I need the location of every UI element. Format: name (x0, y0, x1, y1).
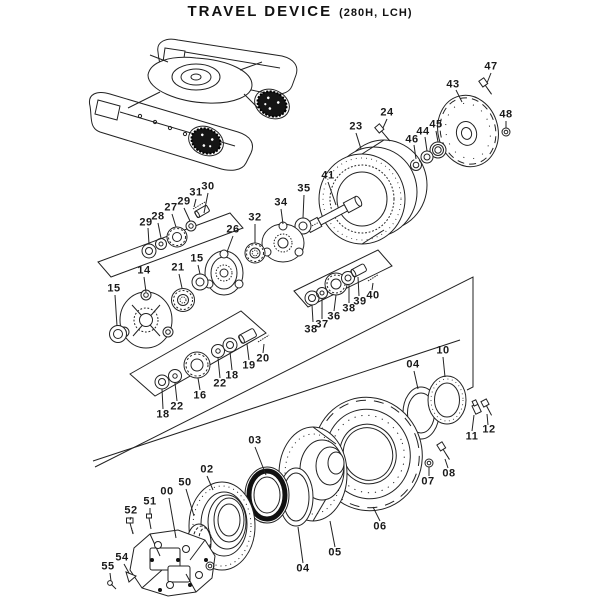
washer-07 (424, 458, 434, 468)
callout-07: 07 (421, 475, 435, 488)
undercarriage-illustration (88, 38, 298, 171)
callout-46: 46 (405, 133, 419, 146)
bolt-08 (436, 441, 450, 460)
callout-19: 19 (242, 359, 256, 372)
clamp-11 (471, 399, 482, 415)
planet-kit-27-31 (141, 201, 210, 259)
callout-34: 34 (274, 196, 288, 209)
callout-39: 39 (353, 295, 367, 308)
carrier-14 (118, 289, 174, 349)
callout-38b: 38 (342, 302, 356, 315)
callout-05: 05 (328, 546, 342, 559)
callout-10: 10 (436, 344, 450, 357)
sun-gear-32 (244, 242, 266, 264)
callout-29b: 29 (177, 195, 191, 208)
callout-21: 21 (171, 261, 185, 274)
bearing-10 (427, 375, 467, 425)
callout-02: 02 (200, 463, 214, 476)
washer-15a (109, 325, 127, 343)
callout-03: 03 (248, 434, 262, 447)
ring-44 (420, 150, 434, 164)
bolt-52 (126, 517, 134, 535)
callout-15a: 15 (107, 282, 121, 295)
callout-00: 00 (160, 485, 174, 498)
callout-22b: 22 (170, 400, 184, 413)
bolt-51 (146, 513, 152, 530)
callout-18b: 18 (156, 408, 170, 421)
ring-gear-23 (318, 139, 428, 245)
clip-54 (125, 571, 137, 583)
callout-36: 36 (327, 310, 341, 323)
callout-30: 30 (201, 180, 215, 193)
callout-48: 48 (499, 108, 513, 121)
callout-16: 16 (193, 389, 207, 402)
callout-47: 47 (484, 60, 498, 73)
callout-12: 12 (482, 423, 496, 436)
callout-06: 06 (373, 520, 387, 533)
callout-04a: 04 (406, 358, 420, 371)
bolt-12 (480, 398, 493, 416)
callout-08: 08 (442, 467, 456, 480)
callout-52: 52 (124, 504, 138, 517)
floating-seal-03 (244, 466, 290, 524)
callout-28: 28 (151, 210, 165, 223)
planet-kit-16-20 (154, 328, 270, 390)
bolt-55 (107, 580, 117, 590)
snap-ring-46 (410, 159, 422, 171)
callout-22a: 22 (213, 377, 227, 390)
callout-40: 40 (366, 289, 380, 302)
carrier-26 (204, 249, 244, 296)
title-qualifier: (280H, LCH) (339, 7, 413, 19)
callout-26: 26 (226, 223, 240, 236)
carrier-34 (261, 221, 305, 263)
page-title: TRAVEL DEVICE (280H, LCH) (0, 3, 600, 21)
bolt-24 (374, 123, 391, 142)
end-cover-43 (437, 94, 499, 168)
callout-35: 35 (297, 182, 311, 195)
housing-02 (188, 481, 256, 571)
callout-31: 31 (189, 186, 203, 199)
callout-51: 51 (143, 495, 157, 508)
callout-43: 43 (446, 78, 460, 91)
callout-24: 24 (380, 106, 394, 119)
hub-05 (278, 426, 348, 522)
callout-41: 41 (321, 169, 335, 182)
callout-32: 32 (248, 211, 262, 224)
planet-kit-36-40 (304, 263, 379, 306)
ring-04b (278, 467, 314, 527)
callout-38a: 38 (304, 323, 318, 336)
callout-20: 20 (256, 352, 270, 365)
callout-27: 27 (164, 201, 178, 214)
callout-15b: 15 (190, 252, 204, 265)
callout-44: 44 (416, 125, 430, 138)
callout-37: 37 (315, 318, 329, 331)
washer-15b (191, 273, 209, 291)
callout-45: 45 (429, 118, 443, 131)
callout-14: 14 (137, 264, 151, 277)
leader-lines (109, 72, 507, 582)
travel-motor-00 (129, 529, 216, 597)
callout-50: 50 (178, 476, 192, 489)
callout-29a: 29 (139, 216, 153, 229)
callout-18a: 18 (225, 369, 239, 382)
callout-55: 55 (101, 560, 115, 573)
group-boxes (92, 212, 474, 468)
callout-23: 23 (349, 120, 363, 133)
title-text: TRAVEL DEVICE (187, 3, 333, 20)
callout-54: 54 (115, 551, 129, 564)
sun-gear-21 (171, 288, 195, 312)
nut-48 (501, 127, 511, 137)
callout-11: 11 (465, 430, 479, 443)
bolt-47 (478, 77, 493, 95)
callout-04b: 04 (296, 562, 310, 575)
